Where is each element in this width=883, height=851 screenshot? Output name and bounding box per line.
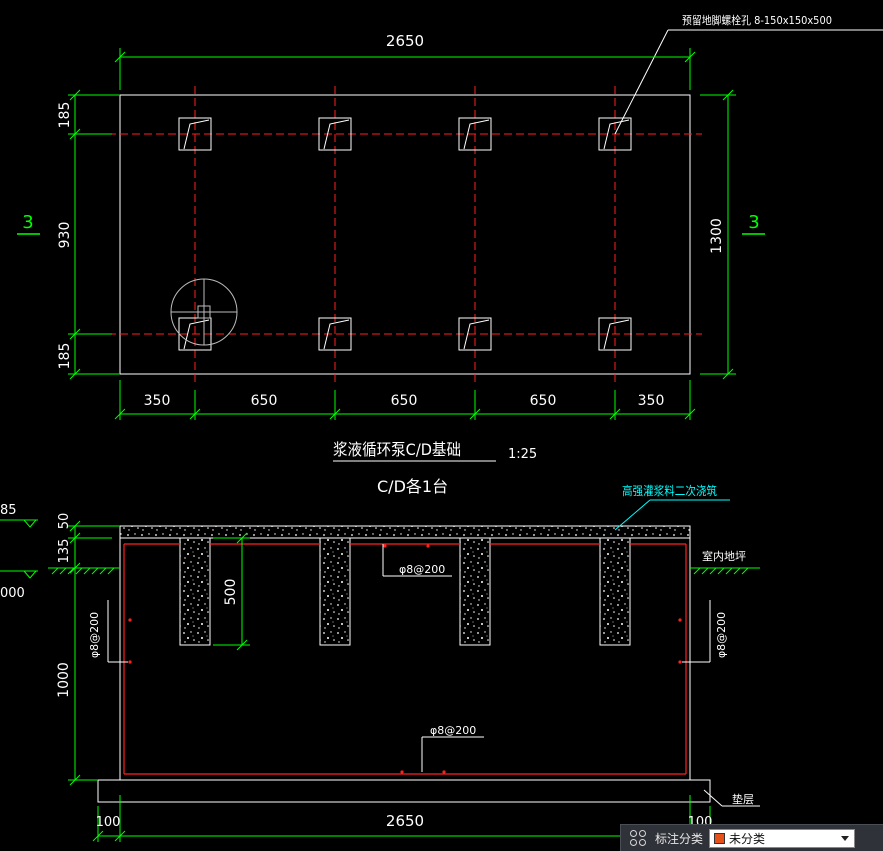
dim-hole-depth <box>213 532 250 651</box>
anchor-hole <box>598 117 632 151</box>
rebar-top-label: φ8@200 <box>399 563 445 576</box>
dim-section-135: 135 <box>57 539 72 564</box>
dim-right <box>700 89 736 380</box>
cushion-leader <box>703 789 760 807</box>
bolt-hole-fill <box>179 537 211 646</box>
plan-view: 预留地脚螺栓孔 8-150x150x500 2650 185 930 185 <box>17 13 883 420</box>
dim-left-185-bot: 185 <box>57 343 73 370</box>
rebar-bottom-leader <box>421 736 484 772</box>
crosshair-cursor-icon <box>170 278 238 346</box>
dim-left-185-top: 185 <box>57 102 73 129</box>
elevation-top-label: 85 <box>0 503 17 518</box>
callout-leader <box>614 29 883 135</box>
section-view: 室内地坪 高强灌浆料二次浇筑 500 φ8@200 φ8@200 <box>0 483 760 842</box>
dim-top <box>114 48 696 90</box>
dim-section-left <box>68 520 120 786</box>
dim-hole-depth-label: 500 <box>223 579 239 606</box>
rebar-top-leader <box>382 544 452 577</box>
title-scale: 1:25 <box>508 447 537 462</box>
anchor-hole <box>318 317 352 351</box>
dim-left-930: 930 <box>57 222 73 249</box>
grout-leader <box>614 499 730 531</box>
dim-section-1000: 1000 <box>56 662 72 698</box>
ground-lines <box>48 567 760 575</box>
dim-top-label: 2650 <box>386 32 424 50</box>
title-subtitle: C/D各1台 <box>377 477 448 496</box>
drawing-title: 浆液循环泵C/D基础 1:25 C/D各1台 <box>333 440 537 496</box>
cushion-layer <box>97 779 711 803</box>
anchor-hole <box>178 117 212 151</box>
dim-section-50: 50 <box>57 513 72 530</box>
rebar-left-leader <box>107 600 128 663</box>
dim-bottom-650-b: 650 <box>391 393 418 409</box>
section-mark-right: 3 <box>748 212 759 233</box>
dim-bottom-650-c: 650 <box>530 393 557 409</box>
floor-label: 室内地坪 <box>702 549 746 563</box>
rebar-dots <box>128 544 682 774</box>
elevation-marks <box>0 519 38 579</box>
bolt-hole-fill <box>319 537 351 646</box>
rebar-bottom-label: φ8@200 <box>430 724 476 737</box>
plan-outline <box>119 94 691 375</box>
bolt-hole-fill <box>599 537 631 646</box>
title-name: 浆液循环泵C/D基础 <box>333 440 461 459</box>
annotation-category-select[interactable]: 未分类 <box>709 828 856 848</box>
dim-section-bottom-2650: 2650 <box>386 812 424 830</box>
dim-bottom <box>114 380 696 420</box>
category-color-swatch <box>714 832 726 844</box>
anchor-hole <box>598 317 632 351</box>
dim-section-bottom-100-left: 100 <box>96 815 121 830</box>
annotation-grid-icon[interactable] <box>627 827 649 849</box>
dim-right-1300: 1300 <box>709 218 725 254</box>
anchor-hole <box>458 317 492 351</box>
rebar-left-label: φ8@200 <box>88 612 101 658</box>
anchor-hole <box>458 117 492 151</box>
callout-text: 预留地脚螺栓孔 8-150x150x500 <box>682 13 832 27</box>
anchor-hole <box>318 117 352 151</box>
rebar-right-leader <box>682 600 711 663</box>
annotation-category-label: 标注分类 <box>655 831 704 846</box>
rebar-right-label: φ8@200 <box>715 612 728 658</box>
cushion-label: 垫层 <box>732 792 754 806</box>
dim-bottom-350-left: 350 <box>144 393 171 409</box>
dim-bottom-650-a: 650 <box>251 393 278 409</box>
grout-layer <box>119 525 691 539</box>
dim-left <box>68 89 120 380</box>
grout-label: 高强灌浆料二次浇筑 <box>622 483 717 498</box>
dim-bottom-350-right: 350 <box>638 393 665 409</box>
annotation-category-value: 未分类 <box>729 831 766 846</box>
elevation-bottom-label: 000 <box>0 586 25 601</box>
anchor-holes <box>178 117 632 351</box>
bolt-hole-fill <box>459 537 491 646</box>
annotation-category-bar: 标注分类 未分类 <box>620 824 883 851</box>
plan-centerlines <box>108 86 702 384</box>
rebar-cage <box>123 543 687 775</box>
chevron-down-icon[interactable] <box>841 835 850 841</box>
section-mark-left: 3 <box>22 212 33 233</box>
